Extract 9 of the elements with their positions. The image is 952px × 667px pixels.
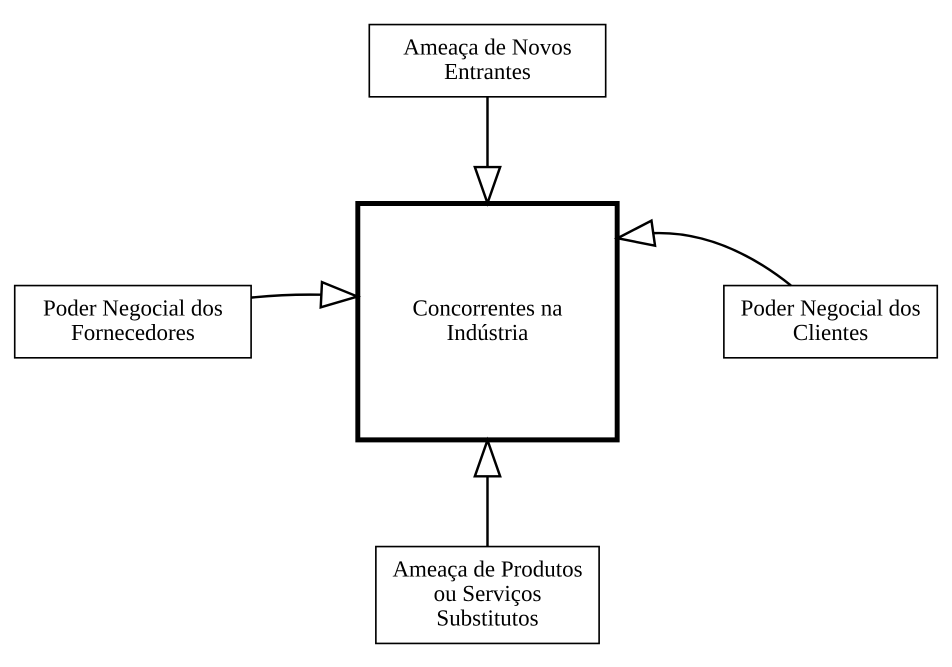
node-box: Concorrentes na Indústria: [355, 200, 620, 442]
arrow: [251, 280, 362, 309]
node-box: Poder Negocial dos Clientes: [723, 284, 938, 358]
arrow: [473, 436, 502, 546]
node-box: Ameaça de Produtos ou Serviços Substitutos: [375, 545, 600, 644]
arrow: [614, 218, 792, 286]
node-box: Poder Negocial dos Fornecedores: [14, 284, 252, 358]
arrow: [473, 96, 502, 206]
node-box: Ameaça de Novos Entrantes: [368, 23, 606, 98]
